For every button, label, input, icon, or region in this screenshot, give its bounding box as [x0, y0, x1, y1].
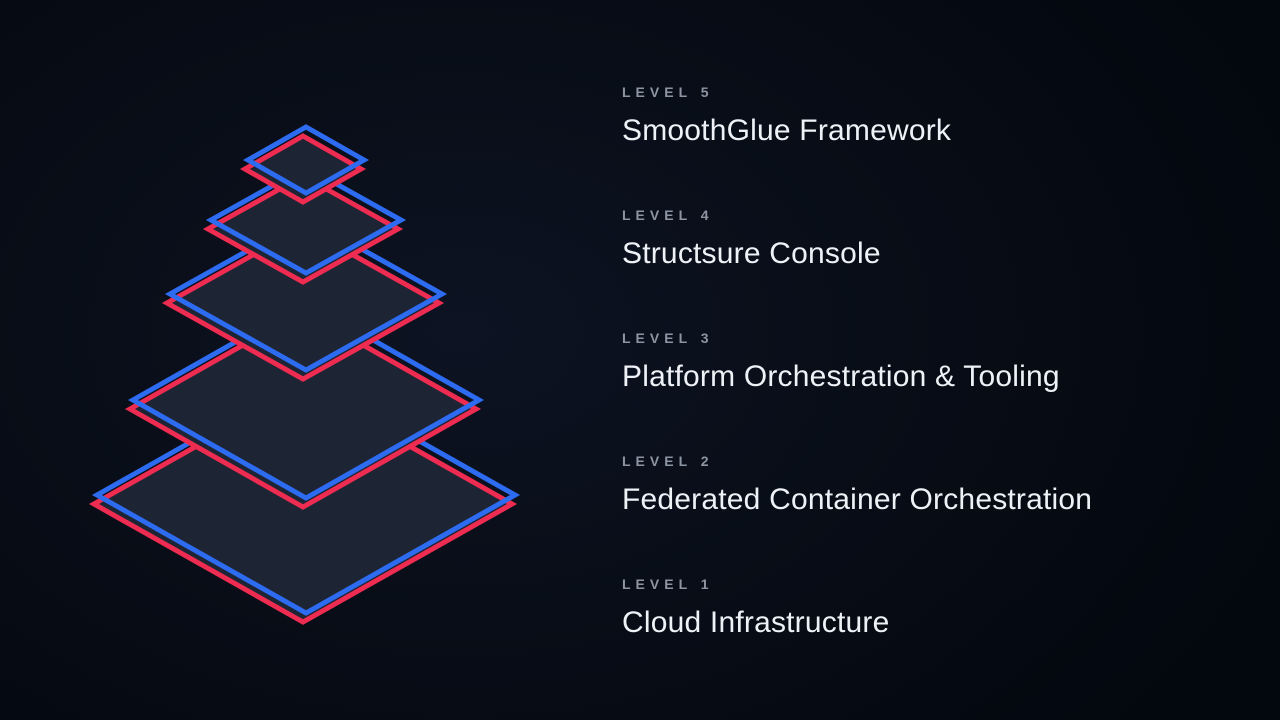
- pyramid-layer-1-blue-outline: [91, 374, 521, 616]
- level-label: LEVEL 1: [622, 576, 714, 592]
- pyramid-layer-3-blue-outline: [164, 215, 448, 373]
- level-label: LEVEL 4: [622, 207, 714, 223]
- level-item-2: LEVEL 2 Federated Container Orchestratio…: [622, 453, 1092, 519]
- pyramid-layer-3-red-outline: [161, 224, 445, 382]
- level-label: LEVEL 5: [622, 84, 714, 100]
- pyramid-layer-5-red-outline: [239, 133, 367, 205]
- level-title: Federated Container Orchestration: [622, 483, 1093, 516]
- level-item-3: LEVEL 3 Platform Orchestration & Tooling: [622, 330, 1060, 396]
- level-title: Cloud Infrastructure: [622, 606, 890, 639]
- level-title: Structsure Console: [622, 237, 881, 270]
- pyramid-layer-3: [161, 215, 448, 382]
- pyramid-layer-4: [202, 164, 407, 285]
- pyramid-layer-2-blue-outline: [127, 299, 485, 501]
- level-title: Platform Orchestration & Tooling: [622, 360, 1060, 393]
- pyramid-layer-5: [239, 124, 370, 205]
- pyramid-layer-2-red-outline: [124, 308, 482, 510]
- level-item-4: LEVEL 4 Structsure Console: [622, 207, 881, 273]
- pyramid-layer-5-blue-outline: [242, 124, 370, 196]
- pyramid-layer-2: [124, 299, 485, 510]
- pyramid-layer-4-blue-outline: [205, 164, 407, 276]
- level-item-1: LEVEL 1 Cloud Infrastructure: [622, 576, 889, 642]
- pyramid-layer-4-red-outline: [202, 173, 404, 285]
- level-item-5: LEVEL 5 SmoothGlue Framework: [622, 84, 951, 150]
- pyramid-diagram: [88, 124, 521, 625]
- levels-list: LEVEL 5 SmoothGlue Framework LEVEL 4 Str…: [622, 0, 1222, 720]
- level-title: SmoothGlue Framework: [622, 114, 952, 147]
- level-label: LEVEL 2: [622, 453, 714, 469]
- level-label: LEVEL 3: [622, 330, 714, 346]
